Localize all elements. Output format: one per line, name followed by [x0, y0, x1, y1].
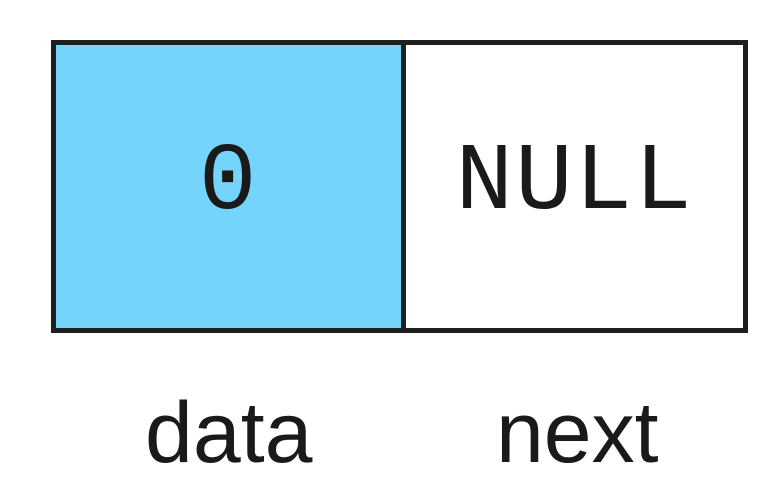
next-field-value: NULL: [455, 127, 694, 237]
data-field-cell: 0: [56, 45, 407, 328]
next-label-container: next: [406, 380, 748, 485]
next-field-label: next: [495, 384, 659, 481]
data-label-container: data: [51, 380, 406, 485]
linked-list-node: 0 NULL: [51, 40, 748, 333]
data-field-value: 0: [198, 127, 259, 237]
field-labels-row: data next: [51, 380, 748, 485]
next-field-cell: NULL: [406, 45, 743, 328]
data-field-label: data: [145, 384, 313, 481]
